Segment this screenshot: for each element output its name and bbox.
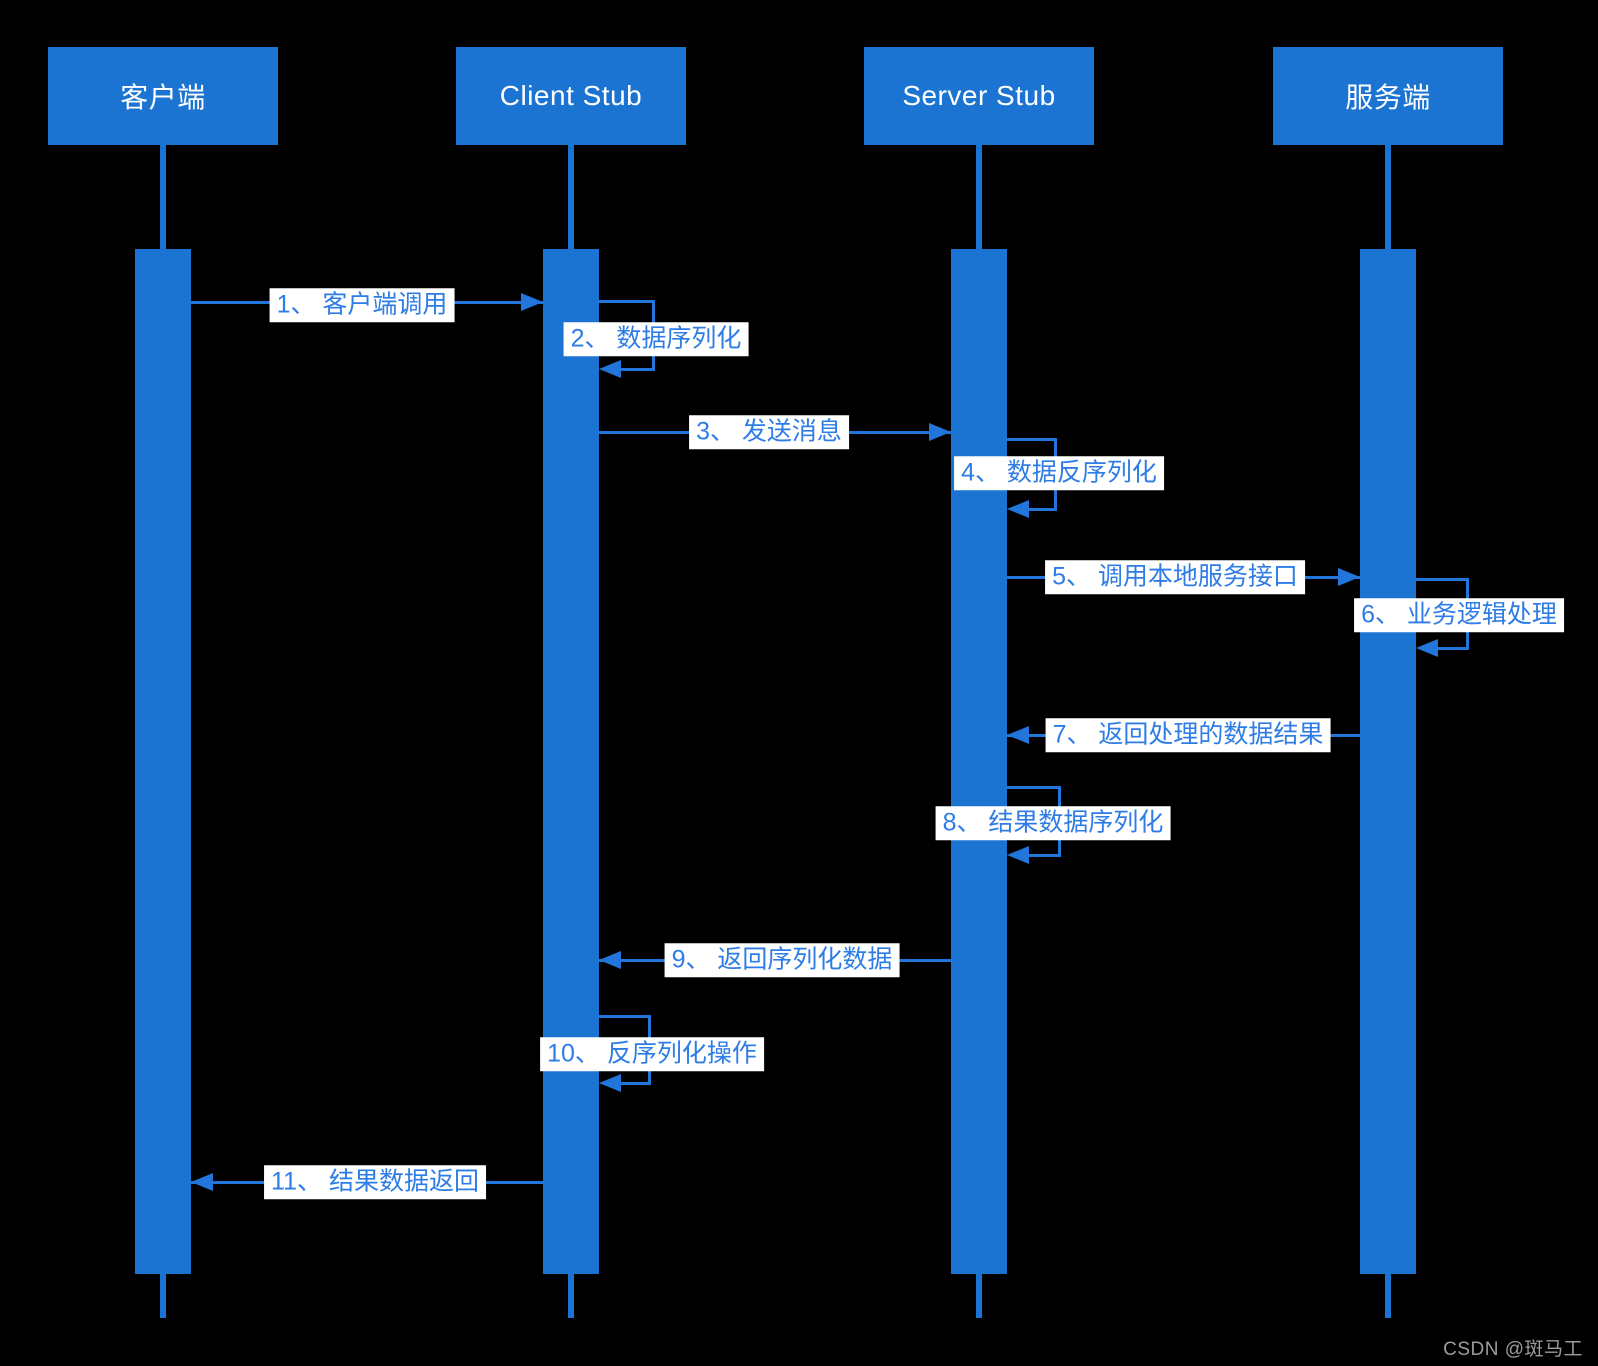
actor-box-server: 服务端 — [1273, 47, 1503, 145]
message-10-loop-top — [599, 1014, 651, 1018]
lifeline-client-stub-top — [568, 145, 574, 249]
message-1-label: 1、 客户端调用 — [269, 288, 455, 322]
activation-bar-server — [1360, 249, 1416, 1274]
message-3-label: 3、 发送消息 — [689, 415, 849, 449]
message-5-arrow-icon — [1338, 568, 1360, 586]
message-7-label: 7、 返回处理的数据结果 — [1045, 718, 1331, 752]
message-6-loop-bottom — [1438, 646, 1469, 650]
message-4-loop-bottom — [1029, 507, 1057, 511]
message-10-arrow-icon — [599, 1074, 621, 1092]
watermark: CSDN @斑马工 — [1443, 1339, 1583, 1360]
message-8-loop-bottom — [1029, 853, 1061, 857]
message-3-arrow-icon — [929, 423, 951, 441]
message-10-loop-bottom — [621, 1081, 651, 1085]
message-2-label: 2、 数据序列化 — [563, 322, 749, 356]
message-10-label: 10、 反序列化操作 — [540, 1037, 764, 1071]
message-6-loop-top — [1416, 577, 1469, 581]
message-4-loop-top — [1007, 437, 1057, 441]
message-8-label: 8、 结果数据序列化 — [935, 806, 1171, 840]
message-9-arrow-icon — [599, 951, 621, 969]
message-2-loop-bottom — [621, 367, 655, 371]
actor-box-client: 客户端 — [48, 47, 278, 145]
actor-box-client-stub: Client Stub — [456, 47, 686, 145]
message-8-arrow-icon — [1007, 846, 1029, 864]
lifeline-client-top — [160, 145, 166, 249]
activation-bar-client-stub — [543, 249, 599, 1274]
message-2-arrow-icon — [599, 360, 621, 378]
lifeline-server-top — [1385, 145, 1391, 249]
lifeline-server-stub-tail — [976, 1274, 982, 1318]
lifeline-server-tail — [1385, 1274, 1391, 1318]
activation-bar-client — [135, 249, 191, 1274]
message-11-arrow-icon — [191, 1173, 213, 1191]
message-6-label: 6、 业务逻辑处理 — [1354, 598, 1564, 632]
message-2-loop-top — [599, 299, 655, 303]
lifeline-server-stub-top — [976, 145, 982, 249]
message-8-loop-top — [1007, 785, 1061, 789]
message-11-label: 11、 结果数据返回 — [264, 1165, 486, 1199]
message-5-label: 5、 调用本地服务接口 — [1045, 560, 1305, 594]
message-4-arrow-icon — [1007, 500, 1029, 518]
message-7-arrow-icon — [1007, 726, 1029, 744]
lifeline-client-stub-tail — [568, 1274, 574, 1318]
lifeline-client-tail — [160, 1274, 166, 1318]
message-1-arrow-icon — [521, 293, 543, 311]
message-4-label: 4、 数据反序列化 — [954, 456, 1164, 490]
actor-box-server-stub: Server Stub — [864, 47, 1094, 145]
message-6-arrow-icon — [1416, 639, 1438, 657]
message-9-label: 9、 返回序列化数据 — [664, 943, 900, 977]
activation-bar-server-stub — [951, 249, 1007, 1274]
